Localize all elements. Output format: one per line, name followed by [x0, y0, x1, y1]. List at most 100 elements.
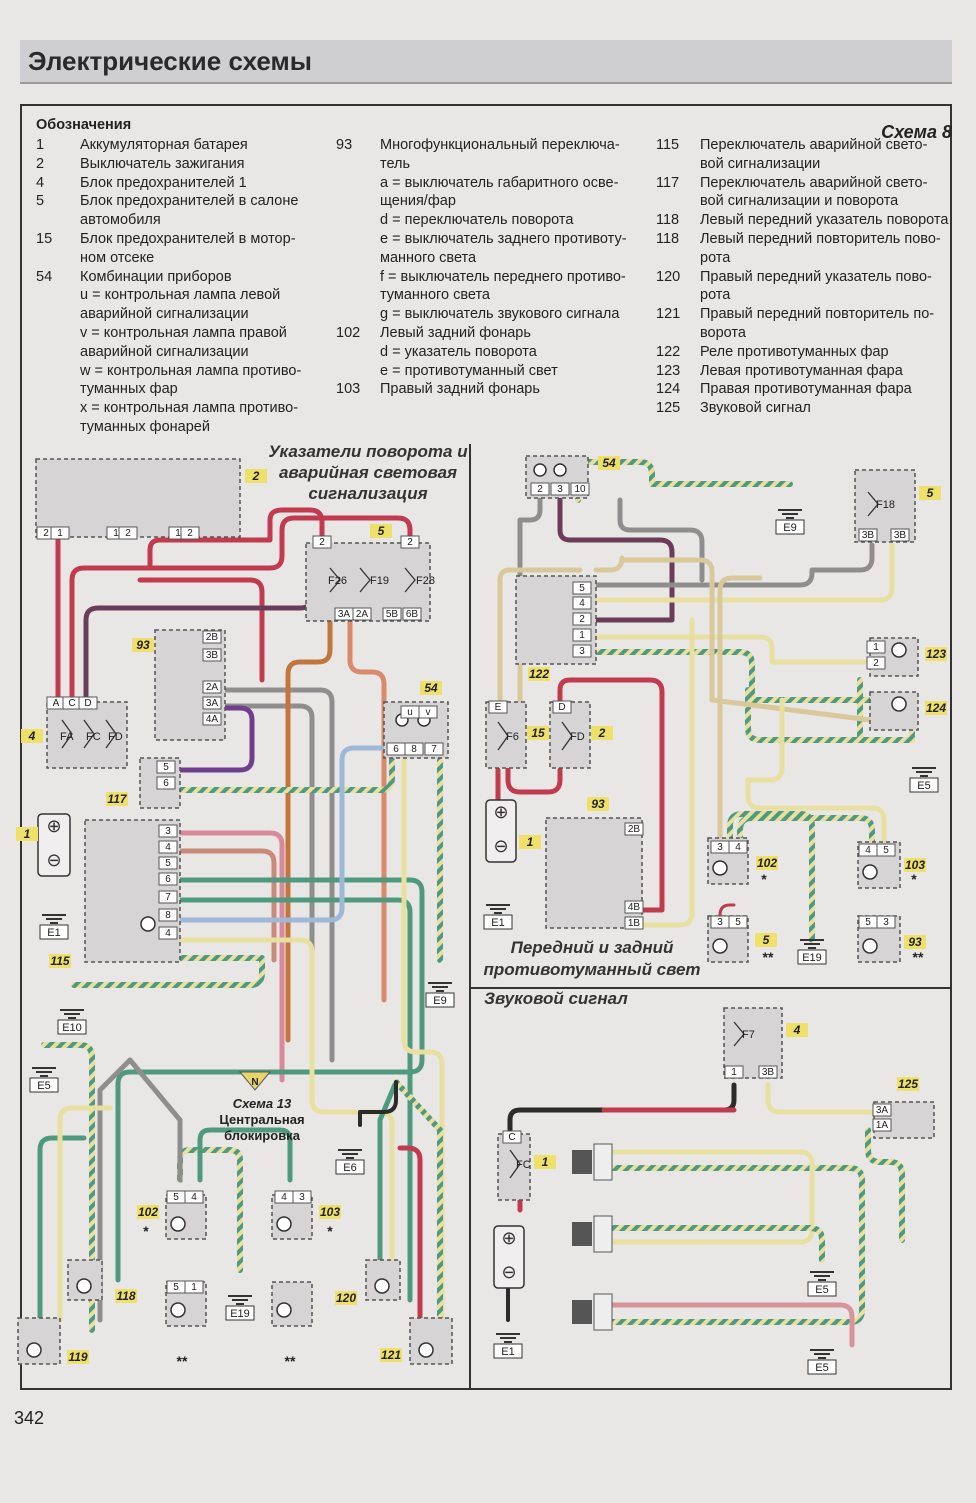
legend-number: 54 — [36, 268, 53, 285]
legend-text: Левая противотуманная фара — [700, 362, 903, 379]
section-title-turn-1: Указатели поворота и — [268, 442, 468, 461]
legend-text: u = контрольная лампа левой — [80, 287, 281, 304]
battery-minus-icon: ⊖ — [46, 850, 61, 870]
pin-label: 8 — [411, 744, 417, 755]
battery-plus-icon: ⊕ — [501, 1228, 516, 1248]
legend-text: Многофункциональный переключа- — [380, 137, 620, 153]
component-tag — [21, 729, 43, 743]
pin-label: 6 — [393, 744, 399, 755]
pin-box — [572, 596, 592, 610]
pin-label: 3B — [762, 1067, 775, 1078]
legend-entry: d = переключатель поворота — [336, 211, 656, 230]
pin-box — [118, 526, 138, 540]
pin-label: D — [558, 702, 565, 713]
pin-label: 1 — [175, 528, 181, 539]
pin-label: 6B — [406, 609, 419, 620]
fuse-label: F18 — [876, 499, 895, 511]
legend-number: 102 — [336, 324, 361, 341]
legend-entry: автомобиля — [36, 211, 336, 230]
pin-box — [418, 705, 438, 719]
pin-label: C — [508, 1132, 515, 1143]
page-header: Электрические схемы — [20, 40, 952, 84]
legend-text: автомобиля — [80, 212, 161, 229]
pin-label: 5 — [865, 917, 871, 928]
pin-box — [404, 742, 424, 756]
pin-box — [572, 581, 592, 595]
pin-box — [624, 900, 644, 914]
ground-label: E5 — [815, 1284, 828, 1296]
legend-entry: туманного света — [336, 286, 656, 305]
pin-label: 4A — [206, 714, 219, 725]
legend-text: Правая противотуманная фара — [700, 381, 912, 398]
pin-label: 2B — [628, 824, 641, 835]
component-number: 102 — [757, 856, 777, 870]
ground-label: E1 — [491, 917, 504, 929]
component-tag — [132, 638, 154, 652]
legend-number: 5 — [36, 193, 45, 210]
pin-box — [158, 856, 178, 870]
pin-box — [488, 700, 508, 714]
legend-number: 118 — [656, 230, 680, 247]
pin-box — [724, 1065, 744, 1079]
diagram-frame — [20, 104, 952, 1390]
component-tag — [591, 726, 613, 740]
pin-label: 1 — [57, 528, 63, 539]
component-number: 124 — [926, 701, 946, 715]
component-number: 121 — [381, 1348, 401, 1362]
pin-label: 3 — [557, 484, 563, 495]
component-tag — [115, 1289, 137, 1303]
ground-label: E5 — [917, 780, 930, 792]
legend-text: Блок предохранителей в мотор- — [80, 230, 296, 247]
pin-label: 2A — [206, 682, 219, 693]
legend-text: e = выключатель заднего противоту- — [380, 230, 627, 247]
component-tag — [755, 933, 777, 947]
ground-label: E5 — [37, 1080, 50, 1092]
section-title-fog-1: Передний и задний — [511, 938, 674, 957]
page-title: Электрические схемы — [28, 46, 312, 76]
pin-label: 5 — [163, 762, 169, 773]
pin-box — [728, 840, 748, 854]
fuse-label: F7 — [742, 1029, 755, 1041]
wires-right — [495, 459, 915, 1348]
ground-label: E1 — [501, 1346, 514, 1358]
component-tag — [67, 1350, 89, 1364]
legend-text: Правый задний фонарь — [380, 381, 540, 398]
ground-label: E6 — [343, 1162, 356, 1174]
pin-box — [382, 607, 402, 621]
fuse-label: F28 — [416, 575, 435, 587]
double-star: ** — [177, 1353, 188, 1369]
component-number: 93 — [591, 797, 605, 811]
pin-box — [570, 482, 590, 496]
ground-label: E9 — [783, 522, 796, 534]
fuse-label: FD — [570, 731, 585, 743]
legend-entry: w = контрольная лампа противо- — [36, 362, 336, 381]
legend-entry: щения/фар — [336, 192, 656, 211]
pin-label: 4 — [165, 928, 171, 939]
reference-line-3: блокировка — [224, 1128, 301, 1143]
pin-box — [202, 630, 222, 644]
component-number: 1 — [542, 1155, 549, 1169]
pin-box — [158, 824, 178, 838]
pin-label: 5 — [173, 1192, 179, 1203]
legend-text: Реле противотуманных фар — [700, 343, 889, 360]
pin-label: 5 — [579, 583, 585, 594]
pin-box — [158, 908, 178, 922]
component-number: 103 — [905, 858, 925, 872]
legend-entry: e = противотуманный свет — [336, 362, 656, 381]
legend-number: 93 — [336, 137, 353, 153]
ground-icon — [338, 1149, 362, 1159]
legend-text: f = выключатель переднего противо- — [380, 268, 626, 285]
component-tag — [904, 858, 926, 872]
legend-text: туманных фар — [80, 381, 178, 398]
legend-text: рота — [700, 249, 731, 266]
ground-tag — [57, 1019, 87, 1035]
horn-icons — [572, 1150, 592, 1324]
pin-box — [552, 700, 572, 714]
component-tag — [245, 469, 267, 483]
legend-number: 118 — [656, 212, 680, 229]
